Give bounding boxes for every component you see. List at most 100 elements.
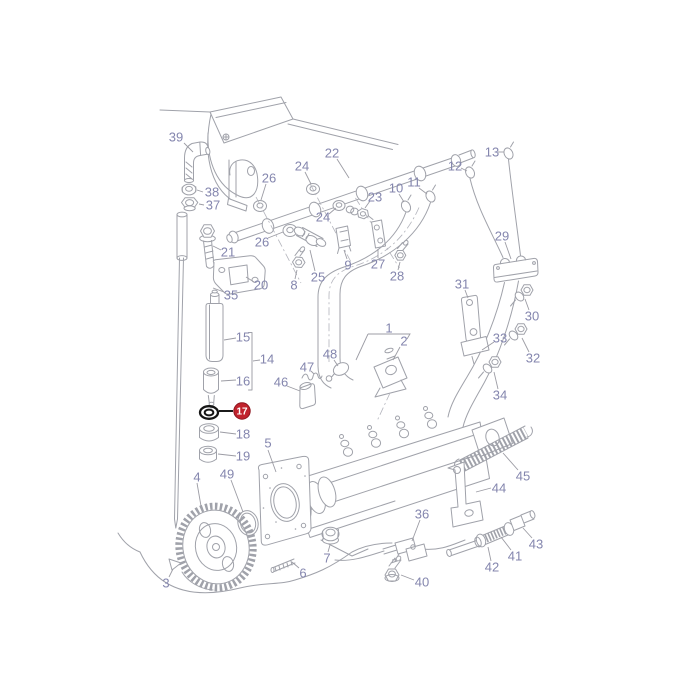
part-callout-24[interactable]: 24 <box>295 159 312 185</box>
part-callout-18[interactable]: 18 <box>219 427 250 442</box>
part-callout-23[interactable]: 23 <box>364 190 382 209</box>
part-number-label: 46 <box>274 375 288 390</box>
part-callout-47[interactable]: 47 <box>300 360 315 375</box>
leader-line <box>355 333 369 361</box>
part-callout-46[interactable]: 46 <box>274 375 301 392</box>
part-callout-28[interactable]: 28 <box>390 261 404 284</box>
part-callout-1[interactable]: 1 <box>355 321 411 361</box>
leader-line <box>418 187 428 195</box>
part-callout-20[interactable]: 20 <box>245 276 268 293</box>
part-number-label: 23 <box>368 190 382 205</box>
part-number-label: 40 <box>415 575 429 590</box>
leader-line <box>481 341 495 351</box>
part-callout-44[interactable]: 44 <box>475 481 506 496</box>
leader-line <box>464 289 469 299</box>
part-number-label: 12 <box>448 159 462 174</box>
part-callout-43[interactable]: 43 <box>522 527 543 552</box>
part-number-label: 8 <box>290 278 297 293</box>
part-number-label: 21 <box>221 245 235 260</box>
part-callout-39[interactable]: 39 <box>169 130 194 153</box>
part-number-label: 26 <box>262 171 276 186</box>
part-callout-4[interactable]: 4 <box>193 470 202 507</box>
part-callout-10[interactable]: 10 <box>389 181 405 203</box>
part-callout-3[interactable]: 3 <box>162 568 174 591</box>
injection-pump-art <box>288 406 513 557</box>
part-number-label: 1 <box>385 321 392 336</box>
injector-parts-art <box>255 183 409 284</box>
part-callout-8[interactable]: 8 <box>290 269 298 293</box>
part-callout-27[interactable]: 27 <box>371 249 385 272</box>
tube-35-art <box>176 214 188 259</box>
leader-line <box>333 359 339 367</box>
part-callout-2[interactable]: 2 <box>392 334 408 361</box>
part-callout-24[interactable]: 24 <box>316 207 337 225</box>
part-callout-31[interactable]: 31 <box>455 277 469 299</box>
part-callout-17-highlighted[interactable]: 17 <box>219 402 251 420</box>
part-callout-25[interactable]: 25 <box>309 249 325 285</box>
pipe-union-13-art <box>503 147 514 160</box>
leader-line <box>267 449 277 473</box>
leader-line <box>392 346 401 361</box>
part-number-label: 31 <box>455 277 469 292</box>
part-number-label: 6 <box>299 566 306 581</box>
part-number-label: 43 <box>529 537 543 552</box>
part-callout-12[interactable]: 12 <box>448 159 468 174</box>
part-number-label: 33 <box>493 331 507 346</box>
leader-line <box>245 276 255 283</box>
part-callout-40[interactable]: 40 <box>400 575 429 590</box>
key-3-art <box>168 558 182 571</box>
part-callout-42[interactable]: 42 <box>485 546 499 575</box>
rod-42-art <box>448 539 480 557</box>
part-number-label: 32 <box>526 351 540 366</box>
sealing-washer-17-art <box>198 405 220 420</box>
part-callout-38[interactable]: 38 <box>196 185 219 200</box>
part-number-label: 20 <box>254 278 268 293</box>
washer-26-art <box>253 200 267 212</box>
elbow-and-plate-art <box>181 141 266 295</box>
part-callout-6[interactable]: 6 <box>291 561 307 581</box>
part-callout-21[interactable]: 21 <box>212 245 235 260</box>
part-callout-37[interactable]: 37 <box>198 198 220 213</box>
part-callout-29[interactable]: 29 <box>495 229 512 260</box>
part-callout-36[interactable]: 36 <box>411 507 429 542</box>
leader-line <box>212 245 222 251</box>
part-callout-11[interactable]: 11 <box>407 175 428 195</box>
leader-line <box>196 482 202 507</box>
leader-line <box>522 527 533 539</box>
part-callout-5[interactable]: 5 <box>264 436 277 473</box>
part-number-label: 35 <box>224 288 238 303</box>
part-callout-15[interactable]: 15 <box>223 330 250 345</box>
part-callout-32[interactable]: 32 <box>521 337 540 366</box>
part-callout-49[interactable]: 49 <box>220 467 244 513</box>
part-callout-7[interactable]: 7 <box>323 544 331 566</box>
drive-gear-art <box>168 502 259 592</box>
part-callout-16[interactable]: 16 <box>220 374 250 389</box>
part-callout-19[interactable]: 19 <box>217 449 250 464</box>
part-callout-45[interactable]: 45 <box>502 452 530 484</box>
part-callout-30[interactable]: 30 <box>524 298 539 324</box>
governor-spring-linkage-art <box>446 425 536 557</box>
part-callout-9[interactable]: 9 <box>343 249 352 273</box>
part-number-label: 28 <box>390 269 404 284</box>
part-callout-34[interactable]: 34 <box>493 371 507 403</box>
part-number-label: 13 <box>485 145 499 160</box>
part-callout-41[interactable]: 41 <box>500 536 522 564</box>
part-number-label: 25 <box>311 270 325 285</box>
part-callout-13[interactable]: 13 <box>485 145 504 160</box>
element-15-art <box>205 303 224 362</box>
leader-line <box>502 452 519 471</box>
leader-line <box>212 287 225 293</box>
bolt-32-art <box>514 323 528 335</box>
part-callout-35[interactable]: 35 <box>212 287 238 303</box>
part-callout-14[interactable]: 14 <box>252 352 274 367</box>
part-callout-26[interactable]: 26 <box>260 171 276 201</box>
part-callout-33[interactable]: 33 <box>481 331 507 351</box>
part-callout-48[interactable]: 48 <box>323 347 339 367</box>
leader-line <box>336 158 350 179</box>
part-callout-22[interactable]: 22 <box>325 146 350 179</box>
leader-line <box>327 544 331 553</box>
leader-line <box>524 298 530 311</box>
part-callout-26[interactable]: 26 <box>255 231 284 250</box>
